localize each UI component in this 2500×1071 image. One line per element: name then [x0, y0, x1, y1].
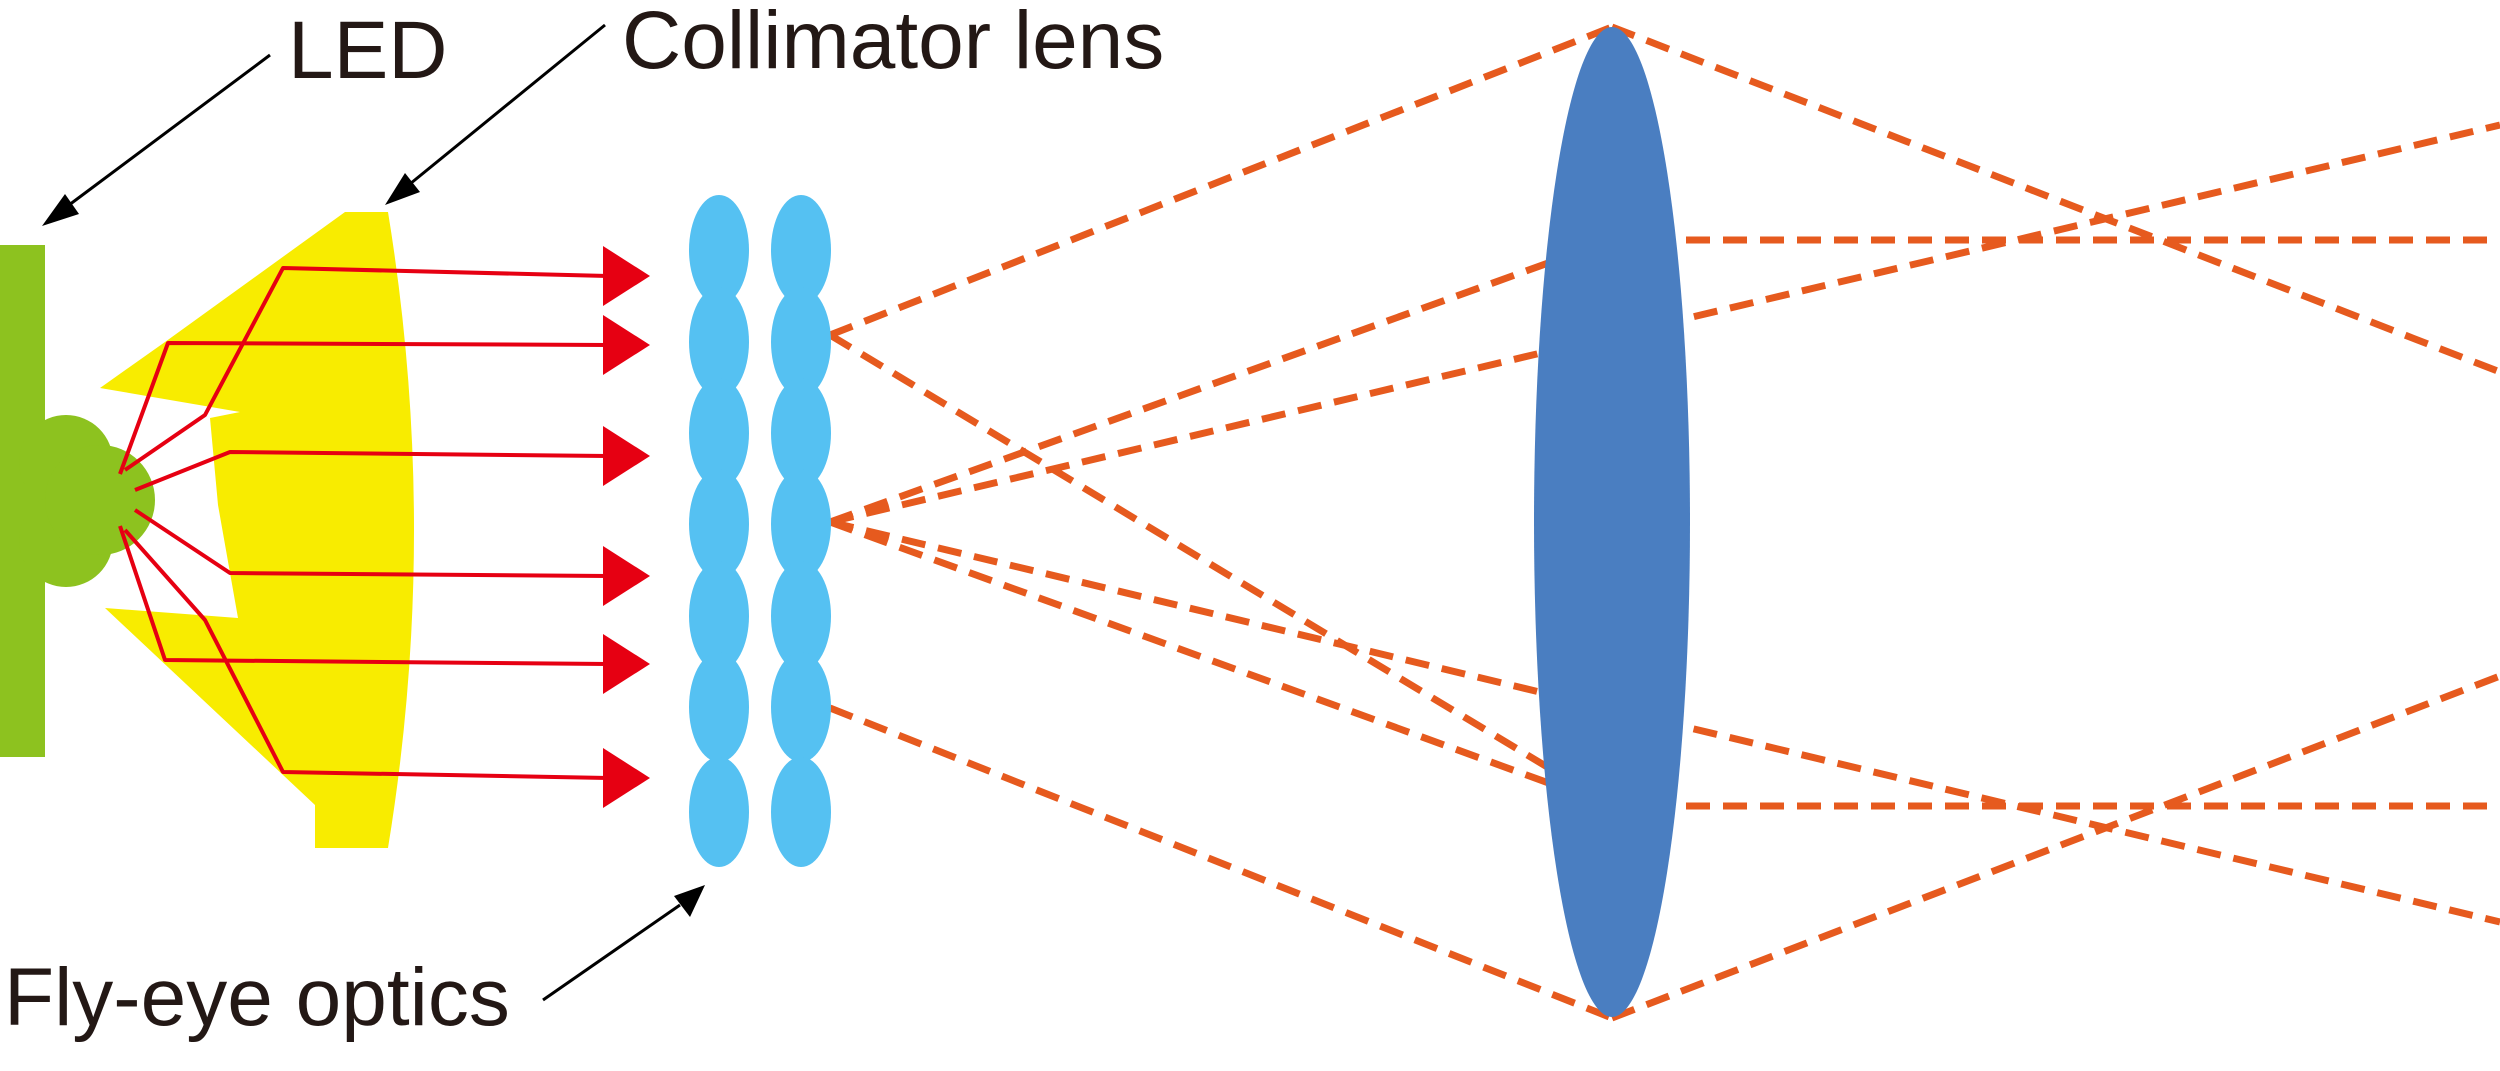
main-projection-lens — [1534, 27, 1690, 1017]
fly-eye-pointer-arrowhead — [674, 885, 705, 917]
fly-eye-lenslet — [771, 469, 831, 579]
projection-line — [828, 236, 1614, 526]
fly-eye-column-left — [689, 195, 749, 867]
fly-eye-lenslet — [689, 652, 749, 762]
ray-arrowhead — [603, 246, 650, 306]
fly-eye-optics — [689, 195, 831, 867]
led-label: LED — [288, 5, 448, 96]
fly-eye-optics-label: Fly-eye optics — [4, 952, 510, 1043]
fly-eye-lenslet — [771, 287, 831, 397]
fly-eye-lenslet — [771, 652, 831, 762]
fly-eye-pointer-line — [542, 903, 681, 1002]
fly-eye-lenslet — [771, 757, 831, 867]
collimator-pointer-line — [404, 23, 606, 190]
projection-line — [828, 23, 1614, 339]
light-ray — [123, 528, 609, 780]
ray-arrowheads — [603, 246, 650, 808]
fly-eye-lenslet — [771, 561, 831, 671]
fly-eye-lenslet — [689, 561, 749, 671]
led — [0, 245, 155, 757]
led-base-plate — [0, 245, 45, 757]
projection-line — [828, 518, 1614, 810]
light-ray — [133, 508, 609, 578]
label-pointers — [42, 23, 705, 1002]
collimator-lens — [100, 212, 414, 848]
projection-line — [828, 332, 1614, 809]
ray-arrowhead — [603, 748, 650, 808]
light-ray — [118, 341, 609, 475]
led-pointer-arrowhead — [42, 194, 79, 226]
fly-eye-lenslet — [689, 757, 749, 867]
fly-eye-column-right — [771, 195, 831, 867]
fly-eye-lenslet — [689, 195, 749, 305]
ray-arrowhead — [603, 546, 650, 606]
light-ray — [134, 450, 609, 492]
fly-eye-lenslet — [689, 287, 749, 397]
fly-eye-lenslet — [771, 378, 831, 488]
collimator-pointer-arrowhead — [385, 173, 420, 205]
projection-line — [1610, 672, 2500, 1022]
light-ray — [118, 525, 609, 666]
projection-line — [1610, 23, 2500, 376]
light-rays — [118, 266, 609, 780]
ray-arrowhead — [603, 426, 650, 486]
led-pointer-line — [64, 53, 271, 210]
led-emitter-lobe — [45, 445, 155, 555]
projection-line — [828, 704, 1614, 1022]
collimator-lens-label: Collimator lens — [622, 0, 1164, 86]
ray-arrowhead — [603, 315, 650, 375]
fly-eye-lenslet — [689, 378, 749, 488]
fly-eye-lenslet — [771, 195, 831, 305]
ray-arrowhead — [603, 634, 650, 694]
fly-eye-lenslet — [689, 469, 749, 579]
